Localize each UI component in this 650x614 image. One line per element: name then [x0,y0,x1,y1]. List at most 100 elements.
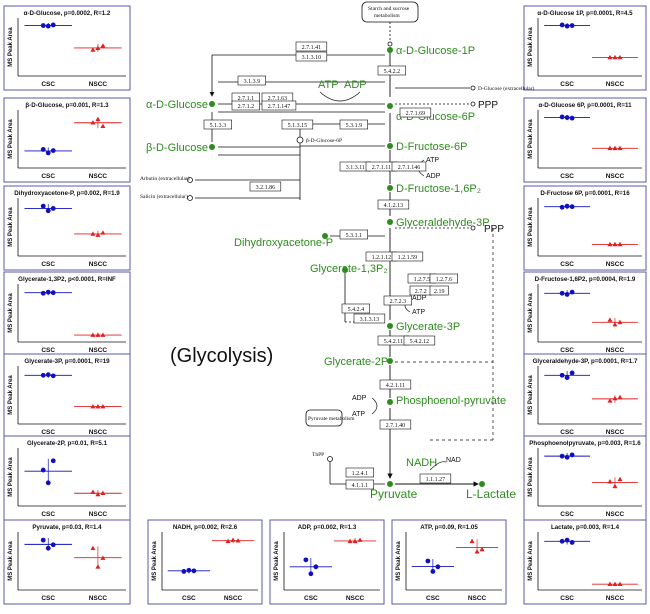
nscc-point [90,120,96,125]
group-label-nscc: NSCC [606,595,625,602]
label-pep: Phosphoenol-pyruvate [396,395,506,407]
node-lactate [479,481,485,487]
enzyme-label: 5.4.2.4 [348,307,365,313]
y-axis-label: MS Peak Area [8,457,14,497]
csc-point [45,150,51,156]
p-a-d-glucose-1p-panel: α-D-Glucose 1P, p=0.0001, R=4.5MS Peak A… [523,5,647,91]
enzyme-frame [377,199,410,210]
csc-point [303,557,309,563]
nscc-point [95,116,101,122]
group-label-csc: CSC [560,173,574,180]
nscc-point [95,404,101,409]
panel-frame [391,519,507,605]
nscc-point [607,398,613,403]
csc-point [40,537,46,543]
panel-title: Glycerate-3P, p=0.0001, R=19 [24,358,110,365]
group-label-csc: CSC [560,81,574,88]
enzyme-label: 3.1.3.9 [244,79,261,85]
group-label-nscc: NSCC [89,81,108,88]
label-g1p: α-D-Glucose-1P [396,45,475,57]
enzyme-box: 2.7.1.63 [261,92,294,103]
csc-point [559,290,565,296]
group-label-csc: CSC [41,595,55,602]
enzyme-label: 5.3.1.9 [346,123,363,129]
label-3pg: Glycerate-3P [396,321,460,333]
y-axis-label: MS Peak Area [528,457,534,497]
enzyme-box: 5.3.1.9 [339,119,369,130]
y-axis-label: MS Peak Area [8,541,14,581]
enzyme-frame [249,181,282,192]
nscc-point [617,241,623,247]
node-dhap [322,233,328,239]
panel-title: α-D-Glucose 1P, p=0.0001, R=4.5 [537,10,633,17]
nscc-point [617,54,623,60]
p-a-d-glucose-panel: α-D-Glucose, p=0.0002, R=1.2MS Peak Area… [3,5,131,91]
y-axis-label: MS Peak Area [528,541,534,581]
p-g3p-panel: Glyceraldehyde-3P, p=0.0001, R=1.7MS Pea… [523,353,647,439]
group-label-nscc: NSCC [606,81,625,88]
panel-title: Glycerate-2P, p=0.01, R=5.1 [27,440,108,447]
csc-point [181,569,187,574]
nscc-point [95,564,101,569]
panel-frame [3,353,131,439]
enzyme-frame [429,273,459,284]
cof-arc-ldh [429,461,447,471]
panel-frame [269,519,385,605]
y-axis-label: MS Peak Area [8,119,14,159]
group-label-nscc: NSCC [89,595,108,602]
csc-point [45,545,51,551]
nscc-point [617,394,623,400]
csc-point [40,290,46,296]
enzyme-frame [203,119,233,130]
pyruvate-metabolism-box [305,409,343,427]
csc-point [186,567,192,573]
nscc-point [95,491,101,497]
nscc-point [225,538,231,544]
panel-title: D-Fructose-1,6P2, p=0.0004, R=1.9 [535,276,636,283]
p-b-d-glucose-panel: β-D-Glucose, p=0.001, R=1.3MS Peak AreaC… [3,97,131,183]
csc-point [40,147,46,152]
y-axis-label: MS Peak Area [396,541,402,581]
nscc-point [95,232,101,237]
enzyme-box: 2.7.1.41 [295,41,328,52]
enzyme-label: 1.2.4.1 [352,471,369,477]
enzyme-frame [383,295,413,306]
enzyme-box: 5.4.2.12 [403,335,436,346]
starch-label-2: metabolism [374,13,400,19]
enzyme-label: 5.4.2.2 [384,69,401,75]
label-f16bp: D-Fructose-1,6P₂ [396,183,481,195]
enzyme-frame [345,467,375,478]
nscc-point [607,317,613,322]
group-label-nscc: NSCC [224,595,243,602]
cof-adp-pgk: ADP [412,295,427,302]
csc-point [50,542,56,548]
group-label-csc: CSC [426,595,440,602]
group-label-nscc: NSCC [346,595,365,602]
enzyme-box: 3.2.1.86 [249,181,282,192]
node-f6p [387,143,393,149]
enzyme-label: 5.1.3.3 [210,123,227,129]
csc-point [425,558,431,564]
csc-point [559,22,565,28]
group-label-csc: CSC [304,595,318,602]
panel-frame [523,353,647,439]
ppp-2: PPP [484,224,504,235]
csc-point [564,115,570,120]
pathway-diagram: Starch and sucrose metabolism [140,1,535,501]
panel-frame [3,435,131,521]
enzyme-label: 5.4.2.12 [410,339,430,345]
p-pep-panel: Phosphoenolpyruvate, p=0.003, R=1.6 MS Pe… [523,435,647,521]
panel-frame [3,97,131,183]
csc-point [569,289,575,295]
nscc-point [607,581,613,586]
nscc-point [90,489,96,494]
node-tpp [327,456,333,462]
csc-point [435,564,441,570]
panel-title: Phosphoenolpyruvate, p=0.003, R=1.6 [529,440,641,447]
panel-frame [523,271,647,357]
nscc-point [352,538,358,544]
nscc-point [612,54,618,60]
